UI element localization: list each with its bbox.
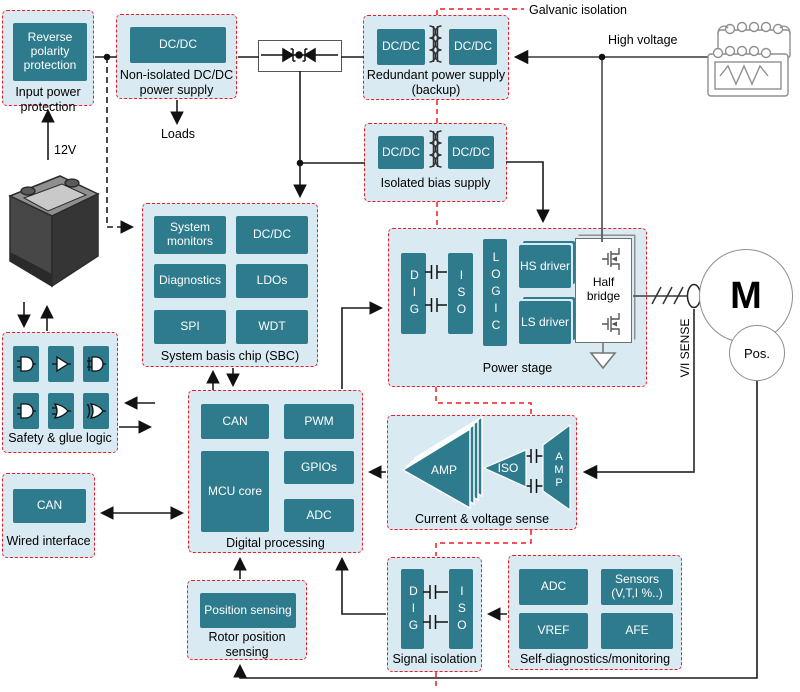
panel-input-power-protection: Reverse polarity protection Input power … — [2, 10, 94, 114]
label-input-power-protection: Input power protection — [15, 85, 81, 114]
conn-bias-to-powerstage — [506, 161, 550, 224]
chip-can: CAN — [201, 404, 269, 439]
three-phase-slashes-icon — [651, 286, 684, 305]
chip-system-monitors: System monitors — [154, 216, 226, 254]
panel-self-diagnostics: ADC Sensors (V,T,I %..) VREF AFE Self-di… — [508, 555, 682, 670]
half-bridge-box: Half bridge — [575, 238, 632, 343]
label-rotor-position-sensing: Rotor position sensing — [208, 630, 286, 659]
and-gate-icon — [83, 346, 109, 382]
battery-12v-illustration — [8, 175, 100, 288]
and-gate-icon — [13, 346, 39, 382]
label-isolated-bias-supply: Isolated bias supply — [380, 176, 491, 190]
chip-ls-driver: LS driver — [519, 301, 571, 344]
label-sbc: System basis chip (SBC) — [160, 349, 300, 363]
panel-signal-isolation: DIG ISO Signal isolation — [387, 557, 482, 672]
chip-ldos: LDOs — [236, 264, 308, 298]
chip-hs-driver: HS driver — [519, 245, 571, 288]
panel-isolated-bias-supply: DC/DC DC/DC Isolated bias supply — [364, 123, 507, 202]
chip-spi: SPI — [154, 310, 226, 344]
galvanic-isolation-label: Galvanic isolation — [529, 3, 627, 17]
position-sensor-circle: Pos. — [729, 325, 785, 381]
label-wired-interface: Wired interface — [6, 534, 91, 548]
chip-diag-adc: ADC — [519, 569, 588, 605]
label-self-diagnostics: Self-diagnostics/monitoring — [519, 652, 671, 666]
label-current-voltage-sense: Current & voltage sense — [414, 512, 550, 526]
battery-12v-label: 12V — [54, 143, 77, 157]
label-safety-glue-logic: Safety & glue logic — [8, 431, 112, 445]
amp-array-label: AMP — [430, 463, 457, 477]
chip-diagnostics: Diagnostics — [154, 264, 226, 298]
chip-logic: LOGIC — [483, 239, 507, 346]
label-power-stage: Power stage — [482, 361, 553, 375]
chip-sensors: Sensors (V,T,I %..) — [601, 569, 673, 605]
label-non-isolated-supply: Non-isolated DC/DC power supply — [119, 68, 234, 97]
iso-amp-label: ISO — [497, 461, 519, 475]
loads-label: Loads — [160, 127, 196, 141]
chip-dcdc-redundant-left: DC/DC — [377, 29, 425, 65]
chip-dcdc-bias-right: DC/DC — [448, 136, 494, 169]
xor-gate-icon — [83, 393, 109, 429]
chip-pwm: PWM — [284, 404, 354, 439]
chip-wdt: WDT — [236, 310, 308, 344]
panel-rotor-position-sensing: Position sensing Rotor position sensing — [187, 580, 307, 660]
panel-safety-glue-logic: Safety & glue logic — [2, 332, 118, 453]
and-gate-icon — [13, 393, 39, 429]
panel-sbc: System monitors DC/DC Diagnostics LDOs S… — [142, 203, 318, 367]
panel-digital-processing: CAN PWM MCU core GPIOs ADC Digital proce… — [188, 390, 363, 553]
chip-dcdc-redundant-right: DC/DC — [449, 29, 497, 65]
chip-reverse-polarity: Reverse polarity protection — [13, 23, 87, 81]
vi-sense-label: V/I SENSE — [678, 318, 692, 378]
hv-battery-illustration — [707, 21, 791, 97]
label-redundant-supply: Redundant power supply (backup) — [366, 68, 506, 97]
motor-label: M — [730, 274, 762, 317]
chip-powerstage-iso: ISO — [448, 253, 473, 334]
position-sensor-label: Pos. — [743, 345, 770, 361]
conn-signaliso-to-digital — [335, 556, 386, 615]
chip-position-sensing: Position sensing — [200, 593, 296, 628]
chip-gpios: GPIOs — [284, 451, 354, 484]
chip-adc: ADC — [284, 499, 354, 532]
label-digital-processing: Digital processing — [226, 536, 325, 550]
chip-can-wired: CAN — [13, 489, 86, 523]
chip-signaliso-iso: ISO — [449, 569, 473, 649]
mosfet-icon — [602, 313, 620, 335]
label-signal-isolation: Signal isolation — [392, 652, 477, 666]
panel-redundant-supply: DC/DC DC/DC Redundant power supply (back… — [363, 15, 509, 100]
chip-dcdc-bias-left: DC/DC — [378, 136, 424, 169]
chip-sbc-dcdc: DC/DC — [236, 216, 308, 254]
chip-afe: AFE — [601, 613, 673, 649]
buffer-gate-icon — [48, 346, 74, 382]
chip-powerstage-dig: DIG — [401, 253, 426, 334]
label-half-bridge: Half bridge — [586, 275, 621, 303]
mosfet-icon — [602, 248, 620, 270]
chip-dcdc-non-isolated: DC/DC — [130, 27, 226, 63]
amp-output-label: AMP — [553, 450, 565, 490]
diode-or-box — [258, 40, 342, 72]
or-gate-icon — [48, 393, 74, 429]
chip-mcu-core: MCU core — [201, 451, 269, 532]
chip-vref: VREF — [519, 613, 588, 649]
chip-signaliso-dig: DIG — [401, 569, 424, 649]
panel-non-isolated-supply: DC/DC Non-isolated DC/DC power supply — [116, 14, 237, 99]
diode-icons — [261, 47, 338, 63]
panel-wired-interface: CAN Wired interface — [2, 473, 95, 558]
high-voltage-label: High voltage — [608, 33, 678, 47]
conn-pwm-to-powerstage — [341, 301, 384, 389]
